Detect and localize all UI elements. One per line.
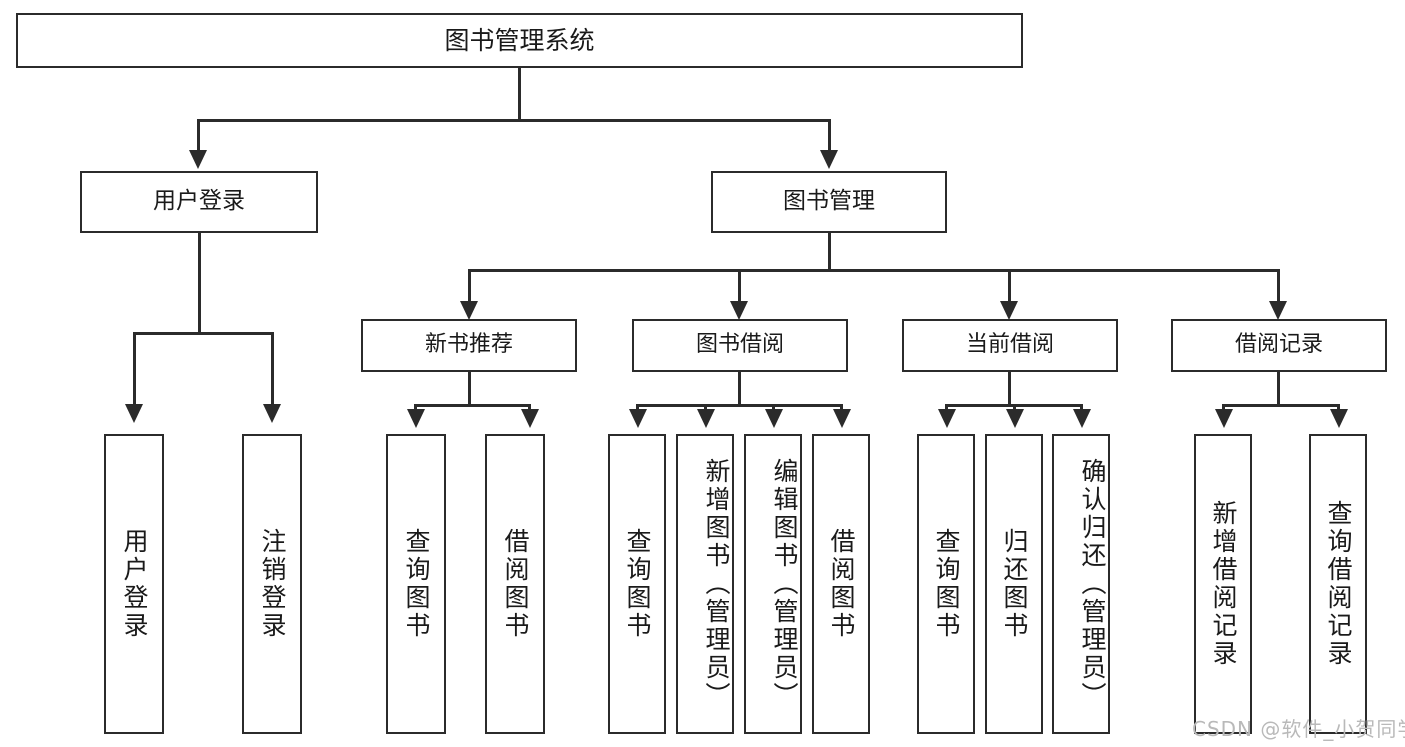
- node-label: 查询图书: [623, 528, 652, 640]
- node-label: 用户登录: [153, 188, 245, 215]
- node-label: 借阅图书: [501, 528, 530, 640]
- node-label: 查询借阅记录: [1324, 500, 1353, 668]
- connector-cb-stem: [1008, 372, 1011, 406]
- connector-bb-drop-4: [840, 404, 843, 410]
- connector-nbr-stem: [468, 372, 471, 406]
- connector-bb-bus: [636, 404, 842, 407]
- node-leaf-confirm-return[interactable]: 确认归还（管理员）: [1052, 434, 1110, 734]
- arrow-bb-to-edit-book: [765, 409, 783, 428]
- node-new-book-recommend[interactable]: 新书推荐: [361, 319, 577, 372]
- connector-bm-drop-1: [468, 269, 471, 302]
- node-label: 图书借阅: [695, 332, 784, 358]
- node-leaf-query-book-3[interactable]: 查询图书: [917, 434, 975, 734]
- arrow-user-login-to-leaf-user-login: [125, 404, 143, 423]
- connector-bb-stem: [738, 372, 741, 406]
- connector-root-bus: [197, 119, 831, 122]
- node-label: 用户登录: [120, 528, 149, 640]
- connector-root-to-book-management: [828, 119, 831, 151]
- node-label: 图书管理: [783, 188, 875, 215]
- node-label: 新增借阅记录: [1209, 500, 1238, 668]
- connector-bm-drop-4: [1277, 269, 1280, 302]
- connector-br-drop-1: [1222, 404, 1225, 410]
- arrow-root-to-user-login: [189, 150, 207, 169]
- node-book-management[interactable]: 图书管理: [711, 171, 947, 233]
- connector-cb-drop-2: [1013, 404, 1016, 410]
- node-label: 图书管理系统: [444, 25, 595, 55]
- arrow-bm-to-new-book-recommend: [460, 301, 478, 320]
- node-leaf-query-record[interactable]: 查询借阅记录: [1309, 434, 1367, 734]
- connector-user-login-drop-1: [133, 332, 136, 405]
- connector-br-bus: [1222, 404, 1340, 407]
- node-label: 编辑图书（管理员）: [770, 458, 799, 710]
- node-label: 注销登录: [258, 528, 287, 640]
- arrow-bb-to-borrow-book: [833, 409, 851, 428]
- connector-user-login-drop-2: [271, 332, 274, 405]
- connector-br-stem: [1277, 372, 1280, 406]
- arrow-bm-to-borrow-record: [1269, 301, 1287, 320]
- arrow-br-to-query-record: [1330, 409, 1348, 428]
- arrow-bm-to-current-borrow: [1000, 301, 1018, 320]
- connector-nbr-drop-1: [414, 404, 417, 410]
- node-leaf-query-book-2[interactable]: 查询图书: [608, 434, 666, 734]
- connector-nbr-bus: [414, 404, 531, 407]
- node-leaf-logout[interactable]: 注销登录: [242, 434, 302, 734]
- node-label: 查询图书: [932, 528, 961, 640]
- arrow-user-login-to-leaf-logout: [263, 404, 281, 423]
- arrow-nbr-to-query-book: [407, 409, 425, 428]
- connector-cb-drop-1: [945, 404, 948, 410]
- arrow-cb-to-return-book: [1006, 409, 1024, 428]
- connector-cb-drop-3: [1080, 404, 1083, 410]
- connector-root-to-user-login: [197, 119, 200, 151]
- connector-nbr-drop-2: [528, 404, 531, 410]
- node-leaf-add-record[interactable]: 新增借阅记录: [1194, 434, 1252, 734]
- node-user-login[interactable]: 用户登录: [80, 171, 318, 233]
- arrow-nbr-to-borrow-book: [521, 409, 539, 428]
- connector-root-stem: [518, 68, 521, 120]
- node-leaf-edit-book[interactable]: 编辑图书（管理员）: [744, 434, 802, 734]
- connector-bb-drop-2: [704, 404, 707, 410]
- connector-bm-drop-2: [738, 269, 741, 302]
- node-current-borrow[interactable]: 当前借阅: [902, 319, 1118, 372]
- node-book-borrow[interactable]: 图书借阅: [632, 319, 848, 372]
- arrow-bb-to-add-book: [697, 409, 715, 428]
- arrow-br-to-add-record: [1215, 409, 1233, 428]
- node-label: 归还图书: [1000, 528, 1029, 640]
- arrow-bm-to-book-borrow: [730, 301, 748, 320]
- node-leaf-borrow-book-2[interactable]: 借阅图书: [812, 434, 870, 734]
- arrow-cb-to-confirm-return: [1073, 409, 1091, 428]
- arrow-cb-to-query-book: [938, 409, 956, 428]
- node-label: 确认归还（管理员）: [1078, 458, 1107, 710]
- node-label: 新书推荐: [424, 332, 513, 358]
- node-label: 当前借阅: [965, 332, 1054, 358]
- connector-user-login-stem: [198, 233, 201, 334]
- node-label: 借阅图书: [827, 528, 856, 640]
- node-leaf-borrow-book-1[interactable]: 借阅图书: [485, 434, 545, 734]
- node-leaf-return-book[interactable]: 归还图书: [985, 434, 1043, 734]
- connector-book-management-bus: [468, 269, 1280, 272]
- node-leaf-add-book[interactable]: 新增图书（管理员）: [676, 434, 734, 734]
- node-label: 新增图书（管理员）: [702, 458, 731, 710]
- connector-book-management-stem: [828, 233, 831, 271]
- arrow-root-to-book-management: [820, 150, 838, 169]
- node-label: 借阅记录: [1234, 332, 1323, 358]
- node-borrow-record[interactable]: 借阅记录: [1171, 319, 1387, 372]
- connector-bb-drop-1: [636, 404, 639, 410]
- connector-user-login-bus: [133, 332, 274, 335]
- connector-br-drop-2: [1337, 404, 1340, 410]
- node-leaf-user-login[interactable]: 用户登录: [104, 434, 164, 734]
- node-leaf-query-book-1[interactable]: 查询图书: [386, 434, 446, 734]
- arrow-bb-to-query-book: [629, 409, 647, 428]
- node-root-book-management-system[interactable]: 图书管理系统: [16, 13, 1023, 68]
- connector-bb-drop-3: [772, 404, 775, 410]
- connector-bm-drop-3: [1008, 269, 1011, 302]
- node-label: 查询图书: [402, 528, 431, 640]
